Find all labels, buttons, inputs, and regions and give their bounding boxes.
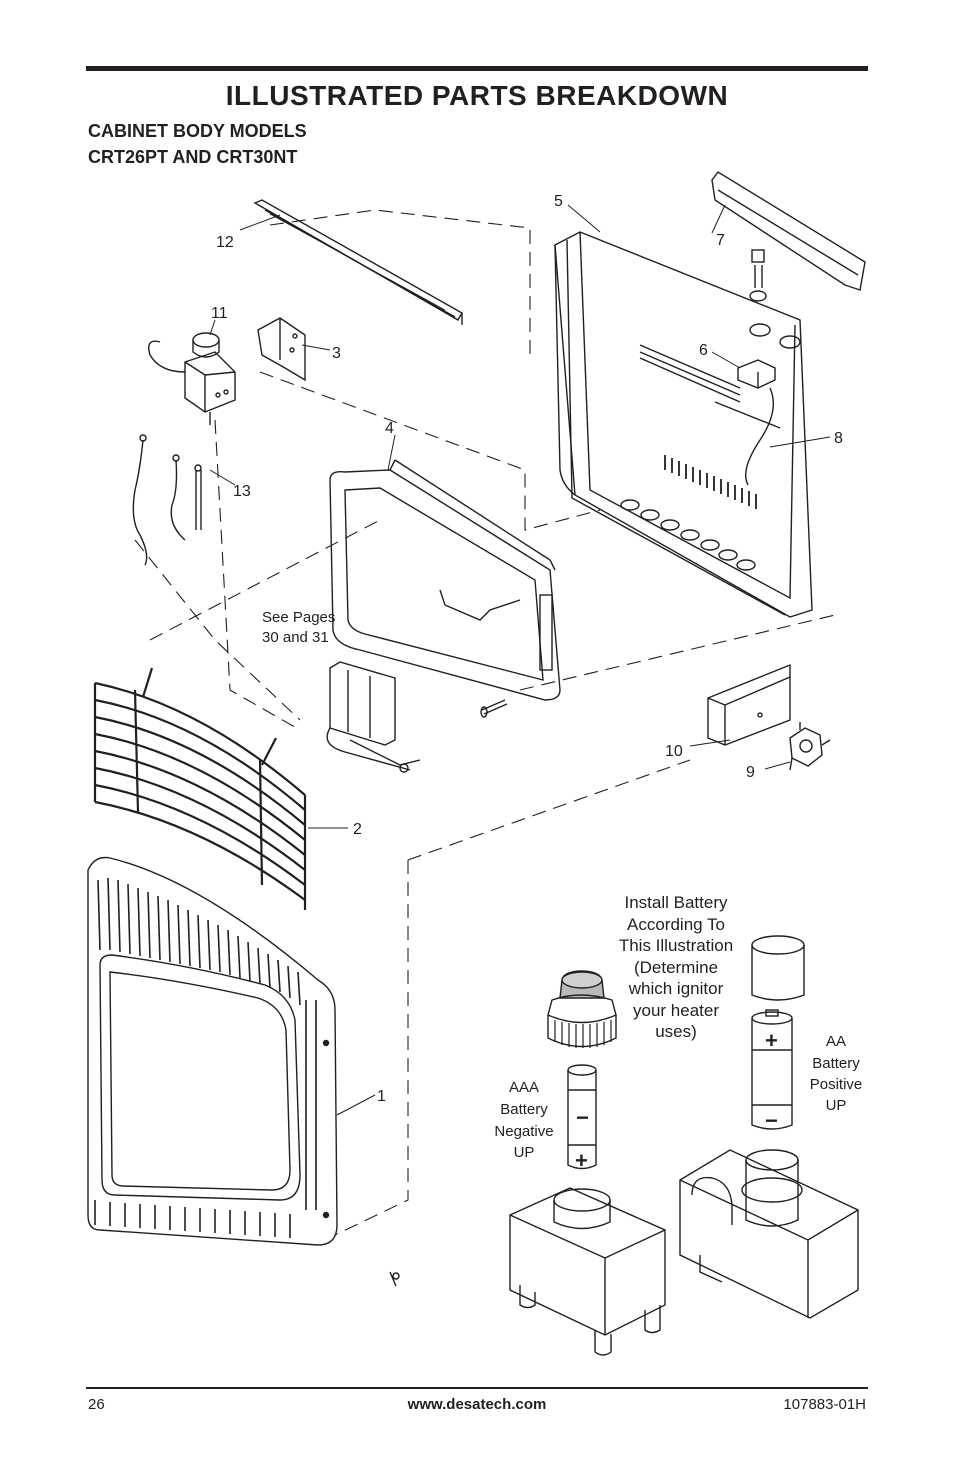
front-panel-louvers xyxy=(94,877,317,1238)
leader-lines xyxy=(209,204,831,1116)
header-rule xyxy=(86,66,868,71)
aa-battery-label: AA Battery Positive UP xyxy=(810,1033,863,1114)
screw-part-4 xyxy=(480,699,508,718)
install-note-line2: According To xyxy=(627,915,725,934)
callout-9: 9 xyxy=(746,764,755,781)
part-7-bracket-strip xyxy=(711,171,866,291)
page-number: 26 xyxy=(88,1396,105,1413)
part-4-inner-frame xyxy=(329,459,561,701)
callout-4: 4 xyxy=(385,420,394,437)
part-13-tubing xyxy=(132,434,202,566)
callout-8: 8 xyxy=(834,430,843,447)
aaa-label-line3: Negative xyxy=(494,1123,553,1140)
aaa-ignitor-housing xyxy=(509,1187,666,1356)
aaa-plus-marker: + xyxy=(575,1148,588,1173)
ignitor-assembly xyxy=(326,661,421,773)
aa-minus-marker: − xyxy=(765,1108,778,1133)
callout-2: 2 xyxy=(353,821,362,838)
section-subtitle: CABINET BODY MODELS xyxy=(88,121,307,141)
part-6-block xyxy=(737,359,776,389)
part-5-cabinet-back xyxy=(554,231,813,618)
document-number: 107883-01H xyxy=(783,1396,866,1413)
install-note-line1: Install Battery xyxy=(625,893,728,912)
part-2-grille xyxy=(93,667,307,910)
callout-11: 11 xyxy=(211,305,228,322)
install-note-line4: (Determine xyxy=(634,958,718,977)
aaa-battery xyxy=(567,1064,597,1170)
assembly-dashed-lines xyxy=(134,209,836,1236)
footer-rule xyxy=(86,1387,868,1389)
install-note-line3: This Illustration xyxy=(619,936,733,955)
aaa-label-line1: AAA xyxy=(509,1079,539,1096)
aaa-battery-label: AAA Battery Negative UP xyxy=(494,1079,553,1161)
aaa-battery-cap xyxy=(547,970,617,1048)
callout-12: 12 xyxy=(216,234,234,251)
aaa-minus-marker: − xyxy=(576,1105,589,1130)
see-pages-note-line2: 30 and 31 xyxy=(262,629,329,646)
aa-label-line1: AA xyxy=(826,1033,846,1050)
page-title: ILLUSTRATED PARTS BREAKDOWN xyxy=(225,80,729,111)
install-note-line5: which ignitor xyxy=(628,979,724,998)
aa-plus-marker: + xyxy=(765,1028,778,1053)
part-11-gas-valve xyxy=(148,332,236,425)
cabinet-holes xyxy=(620,323,801,571)
see-pages-note-line1: See Pages xyxy=(262,609,335,626)
part-9-fitting xyxy=(789,722,831,771)
aa-label-line2: Battery xyxy=(812,1055,860,1072)
aaa-label-line2: Battery xyxy=(500,1101,548,1118)
screw-part-1 xyxy=(389,1271,400,1287)
aa-battery-cap xyxy=(751,935,805,1001)
aa-label-line3: Positive xyxy=(810,1076,863,1093)
aa-ignitor-housing xyxy=(679,1149,859,1319)
aa-label-line4: UP xyxy=(826,1097,847,1114)
part-3-bracket xyxy=(257,317,306,382)
aa-battery xyxy=(751,1009,793,1130)
install-note-line7: uses) xyxy=(655,1022,697,1041)
install-note-line6: your heater xyxy=(633,1001,719,1020)
cabinet-louvers xyxy=(664,455,757,509)
callout-13: 13 xyxy=(233,483,251,500)
burner-fitting xyxy=(749,249,767,302)
model-subtitle: CRT26PT AND CRT30NT xyxy=(88,147,298,167)
aaa-label-line4: UP xyxy=(514,1144,535,1161)
part-1-front-panel xyxy=(87,856,338,1246)
callout-1: 1 xyxy=(377,1088,386,1105)
part-12-top-rail xyxy=(253,199,463,325)
part-8-tube xyxy=(745,387,774,486)
callout-7: 7 xyxy=(716,232,725,249)
callout-3: 3 xyxy=(332,345,341,362)
part-10-bracket xyxy=(707,663,791,746)
install-battery-note: Install Battery According To This Illust… xyxy=(619,893,733,1041)
website-link[interactable]: www.desatech.com xyxy=(407,1396,547,1413)
callout-5: 5 xyxy=(554,193,563,210)
callout-10: 10 xyxy=(665,743,683,760)
callout-6: 6 xyxy=(699,342,708,359)
